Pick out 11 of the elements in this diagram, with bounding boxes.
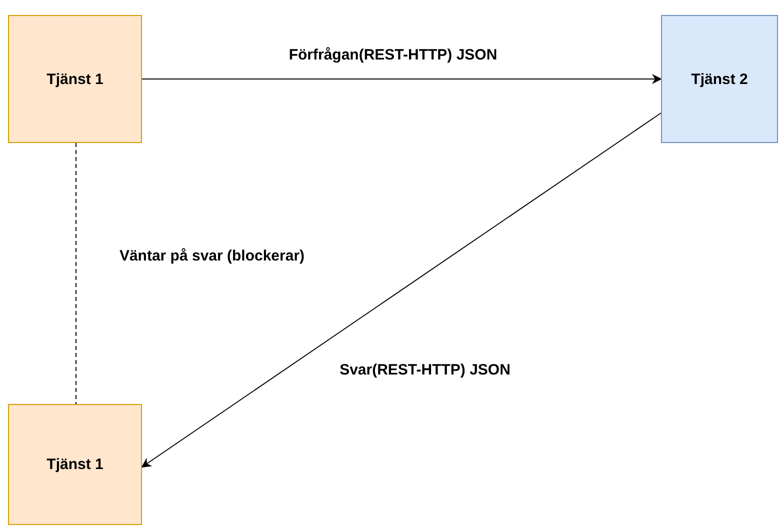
edge-label: Förfrågan(REST-HTTP) JSON [286, 46, 500, 64]
service-name: Tjänst 2 [691, 70, 748, 88]
edge-label: Svar(REST-HTTP) JSON [338, 362, 512, 378]
service-name: Tjänst 1 [46, 70, 104, 88]
arrow [141, 112, 662, 468]
service-name: Tjänst 1 [46, 456, 104, 473]
service-box [8, 15, 142, 143]
service-box [661, 15, 778, 143]
service-box [8, 404, 142, 525]
edge-label: Väntar på svar (blockerar) [117, 248, 307, 264]
arrow [142, 74, 662, 84]
